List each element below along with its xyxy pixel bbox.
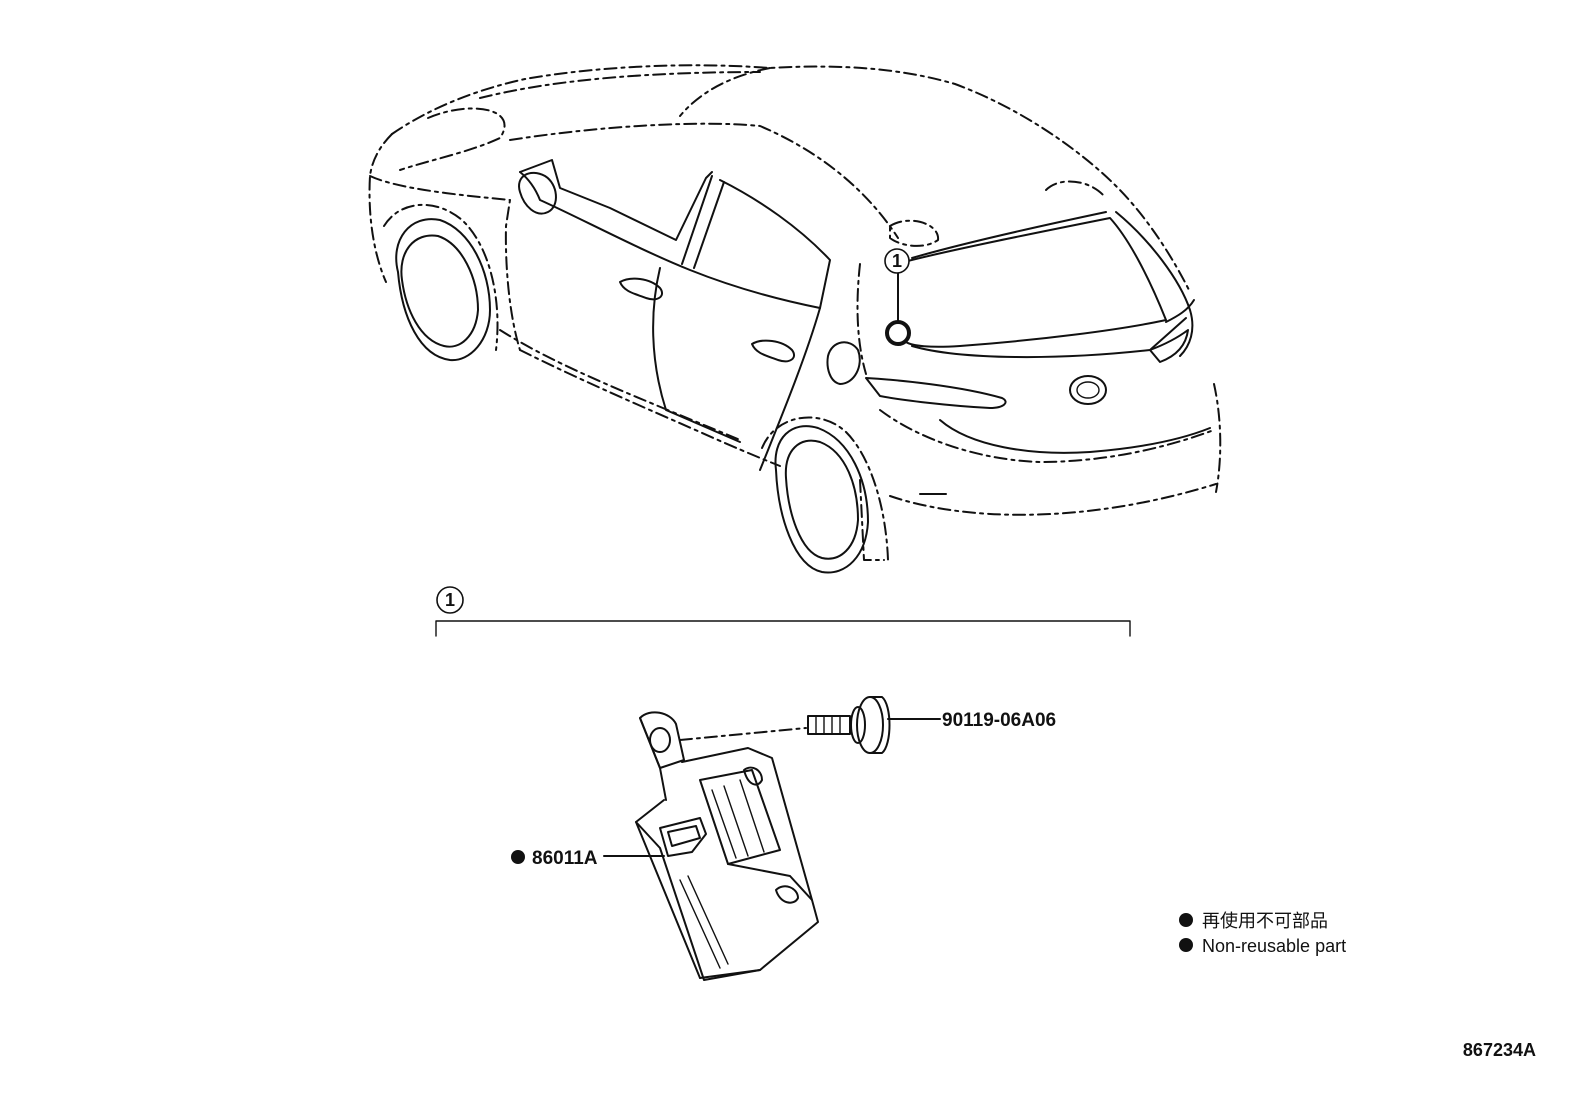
- bolt-part: [679, 696, 941, 754]
- module-part: [603, 711, 819, 981]
- callout-marker-vehicle: 1: [884, 248, 910, 274]
- module-location-marker: [885, 320, 911, 346]
- diagram-reference-code: 867234A: [1463, 1040, 1536, 1060]
- legend: 再使用不可部品 Non-reusable part: [1179, 911, 1346, 956]
- legend-text-jp: 再使用不可部品: [1202, 911, 1328, 931]
- legend-bullet-en: [1179, 938, 1193, 952]
- bolt-part-number: 90119-06A06: [942, 710, 1056, 731]
- assembly-bracket: 1: [435, 586, 1131, 637]
- module-part-number: 86011A: [532, 848, 598, 869]
- non-reusable-marker: [511, 850, 525, 864]
- legend-text-en: Non-reusable part: [1202, 936, 1346, 956]
- callout-number-assembly: 1: [445, 590, 455, 610]
- module-label: 86011A: [511, 848, 598, 869]
- callout-number-vehicle: 1: [892, 251, 902, 271]
- legend-bullet-jp: [1179, 913, 1193, 927]
- vehicle-illustration: [368, 64, 1222, 574]
